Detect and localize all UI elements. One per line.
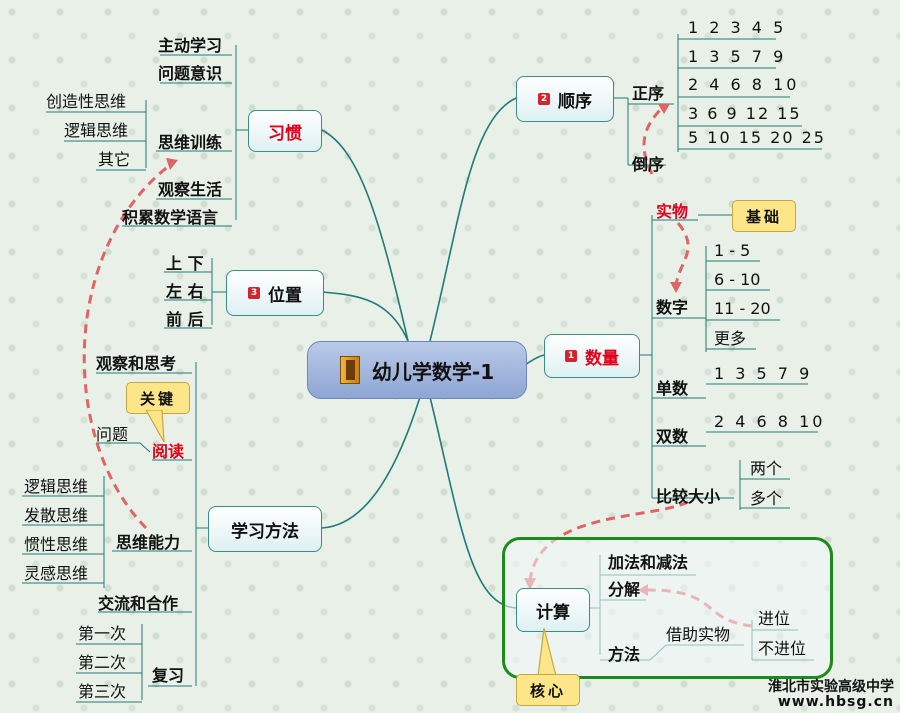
review-third[interactable]: 第三次 (78, 682, 127, 701)
even-values[interactable]: 2 4 6 8 10 (714, 412, 826, 431)
habit-item-question-awareness[interactable]: 问题意识 (158, 64, 223, 83)
core-callout-pointer (537, 628, 557, 677)
calc-title: 计算 (536, 602, 570, 623)
link-center-quantity (524, 354, 545, 366)
position-left-right[interactable]: 左 右 (166, 282, 204, 301)
link-center-calc (429, 396, 517, 609)
habit-item-active-learning[interactable]: 主动学习 (158, 36, 223, 55)
position-front-back[interactable]: 前 后 (166, 310, 204, 329)
study-topic[interactable]: 学习方法 (208, 506, 322, 552)
central-title: 幼儿学数学-1 (371, 359, 495, 384)
relation-compare-to-calc (528, 500, 689, 581)
base-callout-label: 基础 (745, 207, 782, 226)
link-center-study (321, 396, 421, 529)
core-callout-label: 核心 (529, 681, 566, 700)
calc-method[interactable]: 方法 (608, 645, 641, 664)
door-icon (339, 356, 360, 384)
range-more[interactable]: 更多 (714, 329, 747, 348)
thinking-other[interactable]: 其它 (98, 150, 131, 169)
habits-title: 习惯 (268, 123, 302, 144)
ability-divergent[interactable]: 发散思维 (24, 506, 89, 525)
quantity-badge: 1 (565, 350, 577, 362)
ability-logical[interactable]: 逻辑思维 (24, 477, 89, 496)
calc-decompose[interactable]: 分解 (608, 580, 641, 599)
study-reading[interactable]: 阅读 (152, 442, 185, 461)
link-center-habits (321, 129, 409, 342)
review-second[interactable]: 第二次 (78, 653, 127, 672)
thinking-logical[interactable]: 逻辑思维 (64, 121, 129, 140)
watermark-url: www.hbsg.cn (777, 694, 894, 710)
calc-add-subtract[interactable]: 加法和减法 (608, 553, 689, 572)
range-6-10[interactable]: 6 - 10 (714, 270, 761, 289)
study-thinking-ability[interactable]: 思维能力 (116, 533, 181, 552)
calc-topic[interactable]: 计算 (516, 588, 590, 632)
sequence-2[interactable]: 1 3 5 7 9 (688, 47, 787, 66)
order-topic[interactable]: 2 顺序 (516, 76, 614, 122)
sequence-1[interactable]: 1 2 3 4 5 (688, 18, 787, 37)
method-no-carry[interactable]: 不进位 (758, 639, 807, 658)
quantity-even[interactable]: 双数 (656, 427, 689, 446)
habit-item-observe-life[interactable]: 观察生活 (158, 180, 223, 199)
study-question[interactable]: 问题 (96, 425, 129, 444)
sequence-3[interactable]: 2 4 6 8 10 (688, 75, 800, 94)
position-topic[interactable]: 3 位置 (226, 270, 324, 316)
position-up-down[interactable]: 上 下 (166, 254, 204, 273)
habit-item-math-language[interactable]: 积累数学语言 (122, 208, 219, 227)
study-communicate[interactable]: 交流和合作 (98, 594, 179, 613)
order-backward[interactable]: 倒序 (632, 155, 665, 174)
order-forward[interactable]: 正序 (632, 84, 665, 103)
method-carry[interactable]: 进位 (758, 609, 791, 628)
quantity-odd[interactable]: 单数 (656, 379, 689, 398)
position-badge: 3 (248, 287, 260, 299)
relation-real-to-digit (674, 222, 690, 286)
key-callout-label: 关键 (139, 389, 176, 408)
study-review[interactable]: 复习 (152, 666, 185, 685)
study-title: 学习方法 (231, 521, 299, 542)
habit-item-thinking-training[interactable]: 思维训练 (158, 133, 223, 152)
quantity-compare[interactable]: 比较大小 (656, 487, 721, 506)
quantity-topic[interactable]: 1 数量 (544, 334, 640, 378)
position-title: 位置 (268, 285, 302, 306)
order-title: 顺序 (558, 91, 592, 112)
thinking-creative[interactable]: 创造性思维 (46, 92, 127, 111)
relation-backward-to-forward (642, 106, 664, 175)
sequence-4[interactable]: 3 6 9 12 15 (688, 104, 802, 123)
quantity-digit[interactable]: 数字 (656, 298, 689, 317)
review-first[interactable]: 第一次 (78, 624, 127, 643)
range-1-5[interactable]: 1 - 5 (714, 241, 751, 260)
link-center-position (321, 291, 409, 342)
core-callout: 核心 (516, 674, 580, 706)
range-11-20[interactable]: 11 - 20 (714, 299, 771, 318)
watermark-school: 淮北市实验高级中学 (768, 679, 894, 695)
link-center-order (429, 97, 517, 342)
base-callout: 基础 (732, 200, 796, 232)
habits-topic[interactable]: 习惯 (248, 110, 322, 152)
study-observe-think[interactable]: 观察和思考 (96, 354, 177, 373)
central-topic[interactable]: 幼儿学数学-1 (307, 341, 527, 399)
order-badge: 2 (538, 93, 550, 105)
ability-inspiration[interactable]: 灵感思维 (24, 564, 89, 583)
compare-many[interactable]: 多个 (750, 489, 783, 508)
odd-values[interactable]: 1 3 5 7 9 (714, 364, 813, 383)
quantity-title: 数量 (585, 348, 619, 369)
compare-two[interactable]: 两个 (750, 459, 783, 478)
sequence-5[interactable]: 5 10 15 20 25 (688, 128, 826, 147)
key-callout-pointer (145, 410, 165, 443)
ability-inertial[interactable]: 惯性思维 (24, 535, 89, 554)
quantity-real-objects[interactable]: 实物 (656, 202, 689, 221)
relation-ability-to-thinking (82, 163, 171, 530)
method-use-objects[interactable]: 借助实物 (666, 625, 731, 644)
